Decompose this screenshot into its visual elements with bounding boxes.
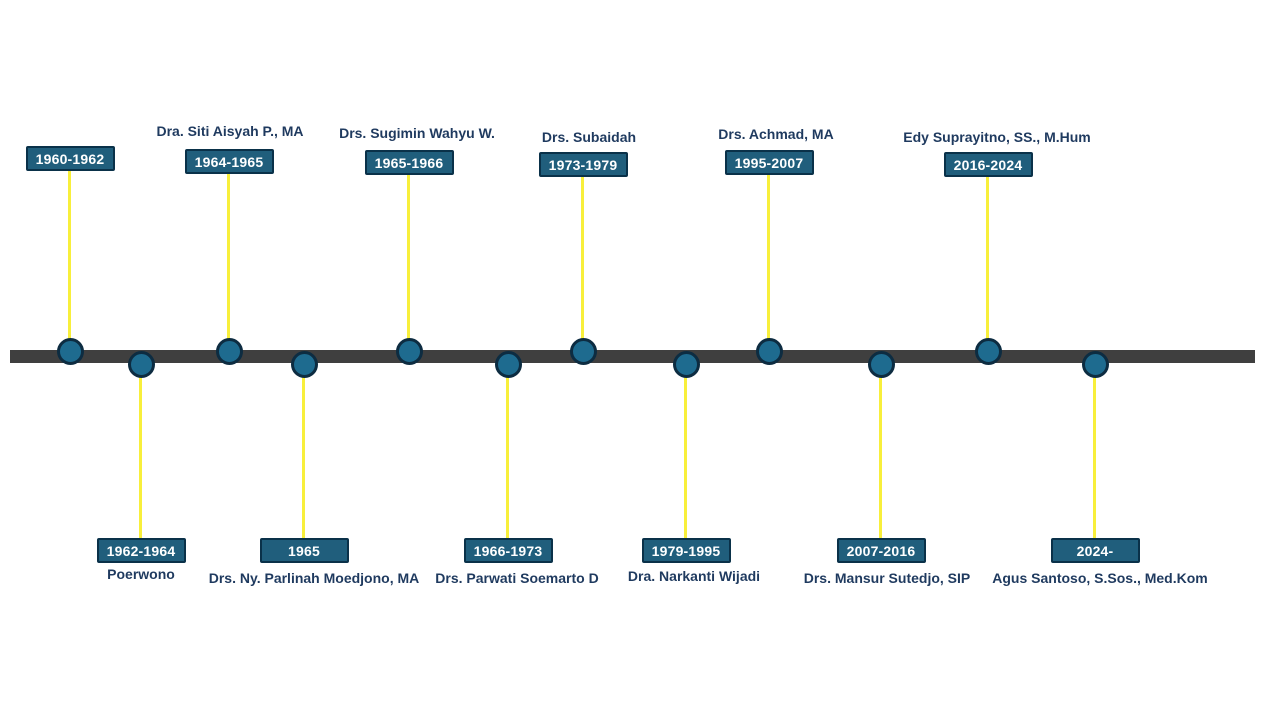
name-label: Poerwono (107, 566, 175, 582)
timeline-node (974, 337, 1002, 365)
period-label: 2024- (1076, 542, 1114, 559)
connector-line (879, 364, 882, 538)
connector-line (227, 174, 230, 351)
name-label: Drs. Subaidah (541, 129, 637, 145)
timeline-node (215, 337, 243, 365)
connector-line (302, 364, 305, 538)
timeline-bar (10, 350, 1255, 363)
period-label: 1965 (288, 542, 320, 559)
period-box: 1965 (259, 538, 349, 563)
timeline-node (1081, 350, 1109, 378)
connector-line (407, 175, 410, 351)
name-label: Edy Suprayitno, SS., M.Hum (903, 129, 1091, 145)
connector-line (1093, 364, 1096, 538)
period-label: 1966-1973 (473, 542, 543, 559)
period-box: 1979-1995 (641, 538, 731, 563)
timeline-node (867, 350, 895, 378)
name-label: Drs. Mansur Sutedjo, SIP (803, 570, 971, 586)
name-label: Drs. Sugimin Wahyu W. (339, 125, 495, 141)
period-box: 1973-1979 (538, 152, 628, 177)
period-label: 1965-1966 (374, 154, 444, 171)
name-label: Agus Santoso, S.Sos., Med.Kom (992, 570, 1208, 586)
connector-line (68, 171, 71, 351)
period-box: 1966-1973 (463, 538, 553, 563)
period-label: 1960-1962 (35, 150, 105, 167)
period-box: 2007-2016 (836, 538, 926, 563)
period-box: 2024- (1050, 538, 1140, 563)
timeline-node (395, 337, 423, 365)
timeline-node (56, 337, 84, 365)
period-label: 1973-1979 (548, 156, 618, 173)
connector-line (767, 175, 770, 351)
period-label: 2007-2016 (846, 542, 916, 559)
name-label: Dra. Siti Aisyah P., MA (156, 123, 304, 139)
period-label: 2016-2024 (953, 156, 1023, 173)
timeline-node (755, 337, 783, 365)
connector-line (581, 177, 584, 351)
connector-line (506, 364, 509, 538)
name-label: Drs. Ny. Parlinah Moedjono, MA (208, 570, 420, 586)
period-box: 1995-2007 (724, 150, 814, 175)
period-box: 1962-1964 (96, 538, 186, 563)
connector-line (139, 364, 142, 538)
period-box: 1965-1966 (364, 150, 454, 175)
period-label: 1995-2007 (734, 154, 804, 171)
name-label: Drs. Parwati Soemarto D (435, 570, 599, 586)
name-label: Dra. Narkanti Wijadi (627, 568, 761, 584)
timeline-node (290, 350, 318, 378)
period-box: 1960-1962 (25, 146, 115, 171)
period-box: 1964-1965 (184, 149, 274, 174)
period-box: 2016-2024 (943, 152, 1033, 177)
period-label: 1964-1965 (194, 153, 264, 170)
timeline-node (672, 350, 700, 378)
period-label: 1962-1964 (106, 542, 176, 559)
connector-line (684, 364, 687, 538)
timeline-node (494, 350, 522, 378)
connector-line (986, 177, 989, 351)
name-label: Drs. Achmad, MA (718, 126, 834, 142)
timeline-node (127, 350, 155, 378)
timeline-node (569, 337, 597, 365)
period-label: 1979-1995 (651, 542, 721, 559)
